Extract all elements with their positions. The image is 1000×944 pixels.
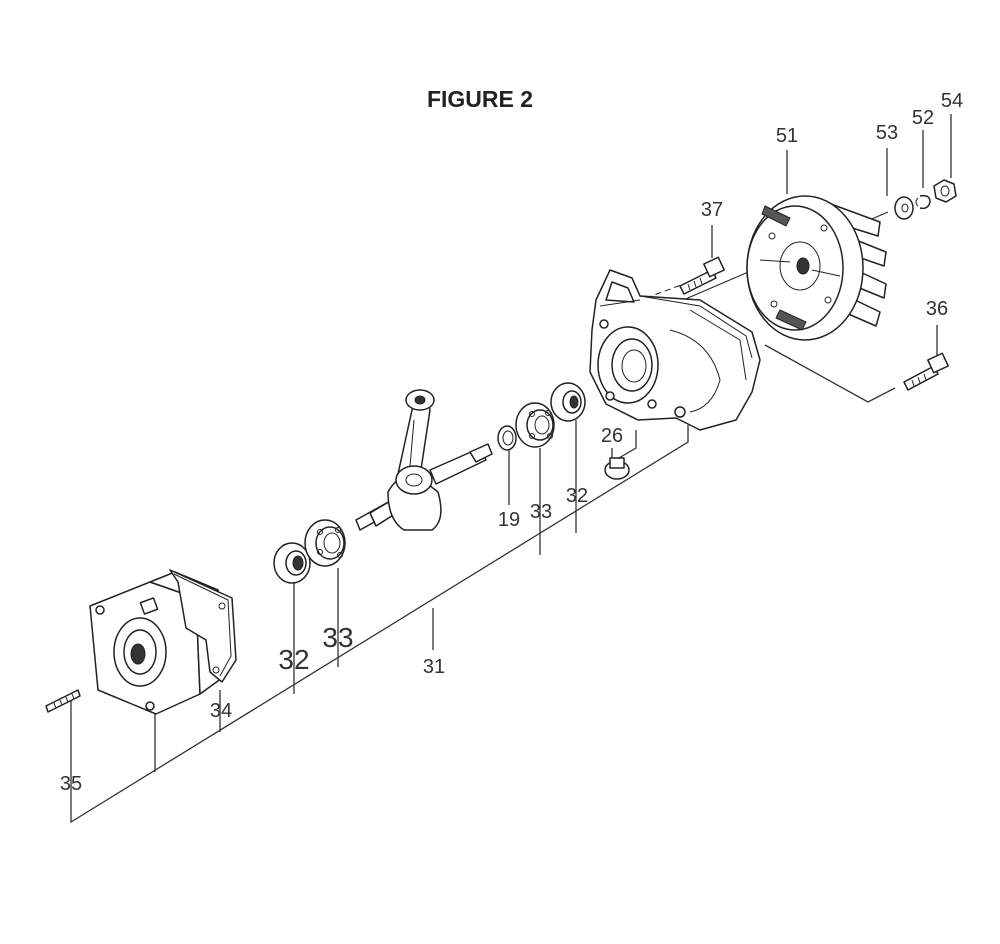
callout-37: 37: [700, 199, 724, 221]
bearing-32-left: [273, 542, 311, 584]
figure-title: FIGURE 2: [426, 86, 534, 112]
callout-36: 36: [925, 298, 949, 320]
washer-53: [894, 196, 914, 220]
stud-bolt-35: [45, 689, 81, 713]
callout-32-left: 32: [278, 644, 310, 675]
callout-26: 26: [600, 425, 624, 447]
callout-51: 51: [775, 125, 799, 147]
crankshaft-assembly: [355, 389, 493, 531]
callout-54: 54: [940, 90, 964, 112]
spring-washer-52: [915, 194, 931, 210]
callout-19: 19: [497, 509, 521, 531]
callout-53: 53: [875, 122, 899, 144]
callout-35: 35: [59, 773, 83, 795]
crankcase-right-half: [589, 269, 761, 431]
washer-19: [497, 425, 517, 451]
plug-26: [604, 457, 630, 480]
callout-31: 31: [422, 656, 446, 678]
bearing-32-right: [550, 382, 586, 422]
ball-bearing-33-right: [515, 402, 555, 448]
callout-34: 34: [209, 700, 233, 722]
leader-lines: [70, 114, 952, 824]
callout-33-left: 33: [322, 622, 354, 653]
screw-36: [903, 352, 949, 391]
callout-52: 52: [911, 107, 935, 129]
flywheel-51: [746, 195, 887, 341]
nut-54: [933, 179, 957, 203]
screw-37: [679, 256, 725, 295]
callout-33-right: 33: [529, 501, 553, 523]
callout-32-right: 32: [565, 485, 589, 507]
gasket-34: [169, 569, 237, 683]
ball-bearing-33-left: [304, 519, 346, 567]
